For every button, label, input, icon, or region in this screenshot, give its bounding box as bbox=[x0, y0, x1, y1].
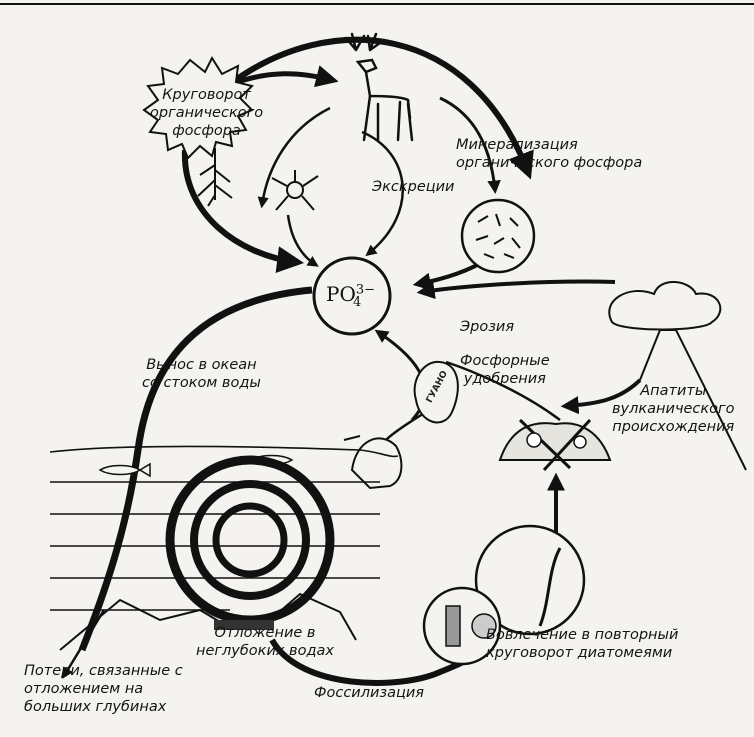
label-apatites: Апатиты вулканического происхождения bbox=[612, 382, 735, 436]
volcano-icon bbox=[609, 282, 746, 470]
label-runoff: Вынос в океан со стоком воды bbox=[142, 356, 261, 392]
diatom-cell bbox=[446, 606, 460, 646]
label-excretion: Экскреции bbox=[372, 178, 454, 196]
seabird-icon bbox=[344, 436, 401, 488]
arrow-erosion bbox=[422, 282, 615, 292]
circulation-inner bbox=[216, 506, 284, 574]
label-fossilization: Фоссилизация bbox=[314, 684, 424, 702]
insect-icon bbox=[272, 170, 318, 210]
po4-formula: PO3−4 bbox=[326, 282, 361, 310]
label-erosion: Эрозия bbox=[460, 318, 514, 336]
label-shallow-deposits: Отложение в неглубоких водах bbox=[196, 624, 334, 660]
fertilizer-pile-icon bbox=[500, 420, 610, 470]
circulation-mid bbox=[194, 484, 306, 596]
label-fertilizers: Фосфорные удобрения bbox=[460, 352, 550, 388]
bacteria-circle bbox=[462, 200, 534, 272]
arrow-insect-to-po4 bbox=[288, 215, 316, 265]
plant-roots-icon bbox=[198, 148, 232, 206]
po4-index: 4 bbox=[353, 295, 361, 310]
po4-base: PO bbox=[326, 282, 356, 306]
label-deep-losses: Потери, связанные с отложением на больши… bbox=[24, 662, 183, 716]
deer-icon bbox=[346, 34, 412, 140]
label-mineralization: Минерализация органического фосфора bbox=[456, 136, 642, 172]
label-organic-cycle: Круговорот органического фосфора bbox=[150, 86, 263, 140]
label-diatoms: Вовлечение в повторный круговорот диатом… bbox=[486, 626, 678, 662]
